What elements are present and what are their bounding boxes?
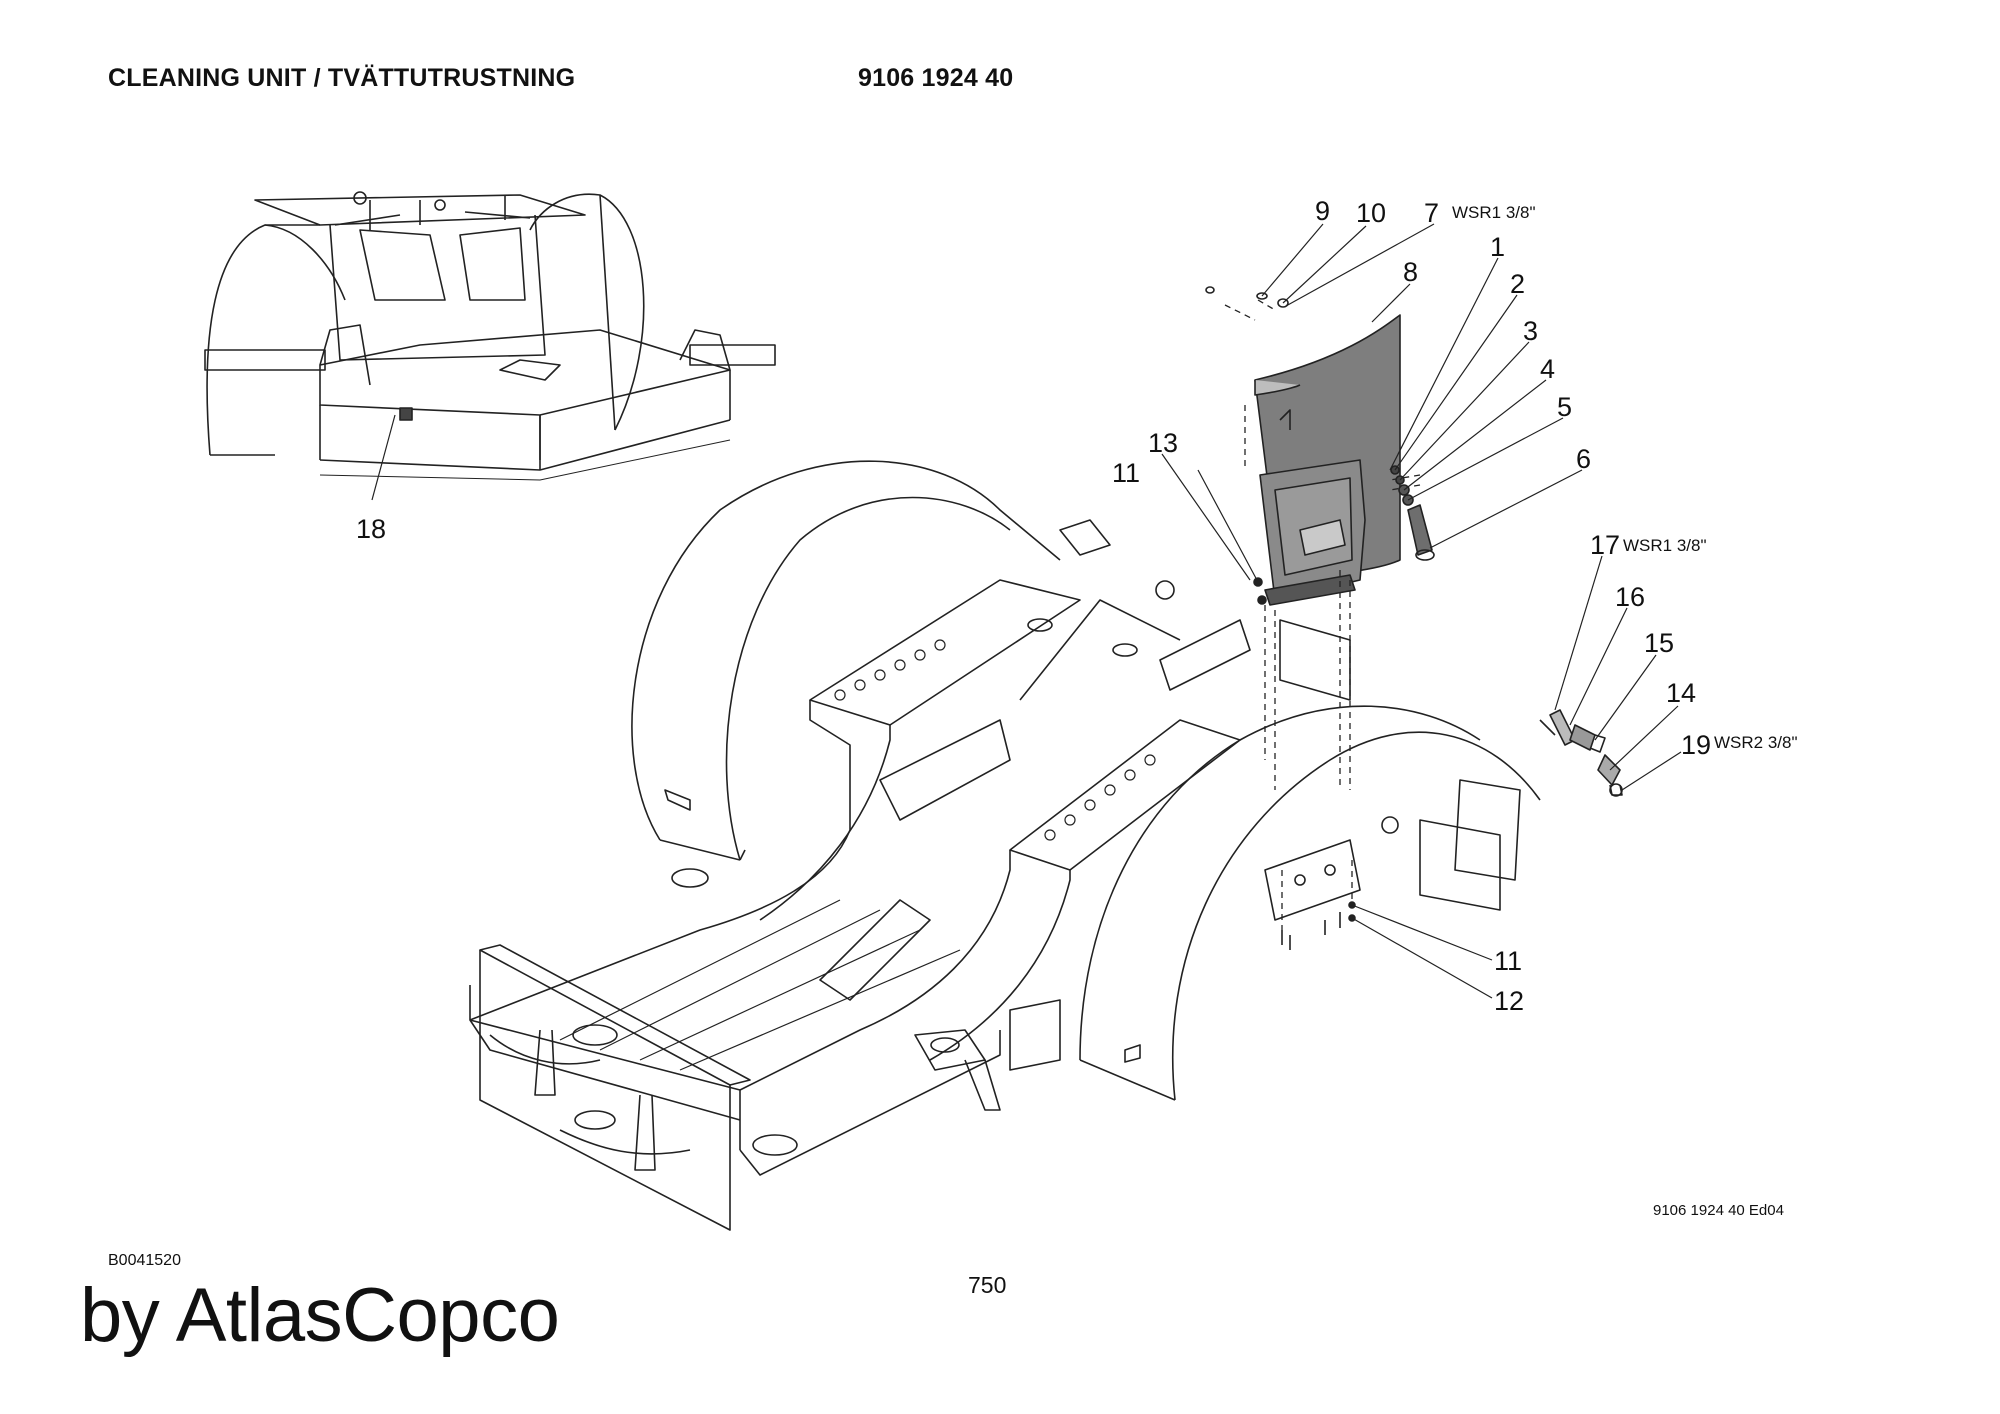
inset-frame-view [204,191,776,501]
callout-15: 15 [1644,628,1674,658]
callout-17: 17 [1590,530,1620,560]
assembly-part-number: 9106 1924 40 [858,64,1014,92]
callout-8: 8 [1403,257,1418,287]
callout-14: 14 [1666,678,1696,708]
page-number: 750 [968,1272,1007,1298]
callout-9: 9 [1315,196,1330,226]
edition-code: 9106 1924 40 Ed04 [1653,1202,1784,1219]
callout-11-upper: 11 [1112,458,1140,488]
page-title: CLEANING UNIT / TVÄTTUTRUSTNING [108,64,576,92]
drawing-number: B0041520 [108,1252,181,1269]
callout-4: 4 [1540,354,1555,384]
callout-16: 16 [1615,582,1645,612]
callout-17-spec: WSR1 3/8" [1623,536,1707,555]
callout-1: 1 [1490,232,1505,262]
main-frame-view [469,460,1541,1231]
callout-11-lower: 11 [1494,946,1522,976]
callout-leaders [1161,223,1682,999]
scraper-assembly [1205,286,1623,950]
callout-19: 19 [1681,730,1711,760]
callout-7: 7 [1424,198,1439,228]
callout-5: 5 [1557,392,1572,422]
callout-12: 12 [1494,986,1524,1016]
callout-3: 3 [1523,316,1538,346]
callout-13: 13 [1148,428,1178,458]
callout-10: 10 [1356,198,1386,228]
callout-18: 18 [356,514,386,544]
callout-19-spec: WSR2 3/8" [1714,733,1798,752]
callout-2: 2 [1510,269,1525,299]
callout-7-spec: WSR1 3/8" [1452,203,1536,222]
callout-6: 6 [1576,444,1591,474]
brand-watermark: by AtlasCopco [80,1273,560,1358]
